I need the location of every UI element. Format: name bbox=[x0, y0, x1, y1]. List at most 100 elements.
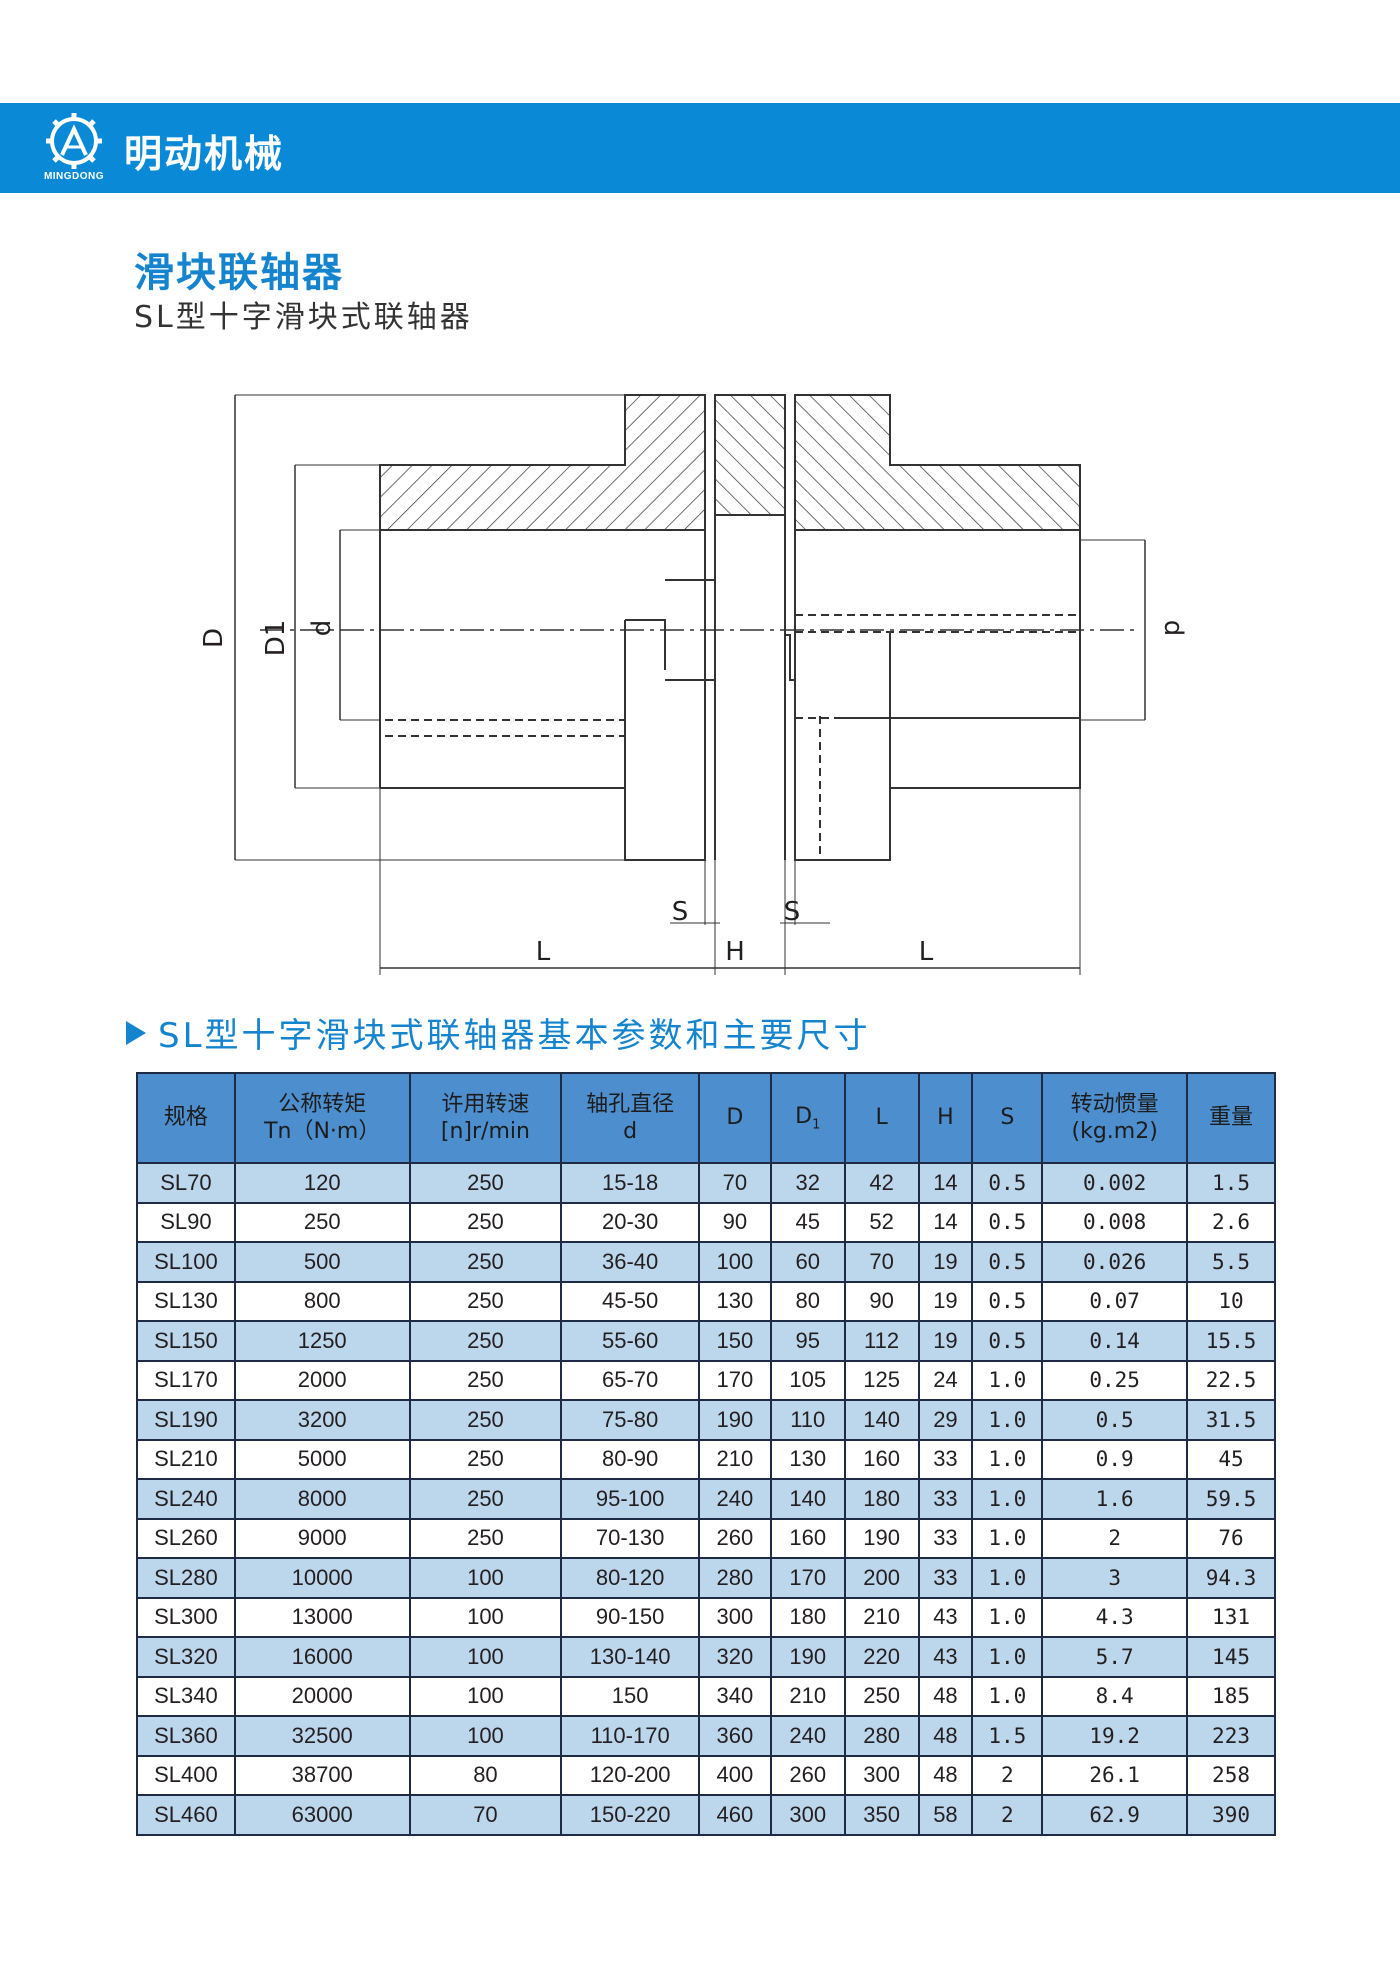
cell-D1: 160 bbox=[769, 1517, 846, 1559]
cell-L: 90 bbox=[843, 1280, 920, 1322]
cell-D1: 130 bbox=[769, 1438, 846, 1480]
cell-L: 250 bbox=[843, 1675, 920, 1717]
cell-bore: 80-120 bbox=[560, 1557, 700, 1599]
cell-H: 14 bbox=[917, 1201, 974, 1243]
cell-torque: 20000 bbox=[233, 1675, 411, 1717]
coupling-drawing: D D1 d d S S H L L bbox=[199, 380, 1200, 980]
cell-inertia: 0.14 bbox=[1041, 1320, 1189, 1362]
cell-weight: 223 bbox=[1186, 1715, 1276, 1757]
cell-L: 70 bbox=[843, 1241, 920, 1283]
cell-D1: 180 bbox=[769, 1596, 846, 1638]
mingdong-logo: MINGDONG bbox=[34, 111, 114, 187]
cell-H: 24 bbox=[917, 1359, 974, 1401]
cell-weight: 145 bbox=[1186, 1636, 1276, 1678]
cell-model: SL240 bbox=[136, 1478, 236, 1520]
cell-weight: 94.3 bbox=[1186, 1557, 1276, 1599]
dim-H-label: H bbox=[725, 937, 745, 967]
cell-D1: 60 bbox=[769, 1241, 846, 1283]
cell-weight: 10 bbox=[1186, 1280, 1276, 1322]
dim-L-right-label: L bbox=[919, 937, 934, 967]
cell-D: 70 bbox=[697, 1162, 772, 1204]
cell-D: 210 bbox=[697, 1438, 772, 1480]
play-triangle-icon bbox=[126, 1020, 146, 1045]
cell-L: 300 bbox=[843, 1754, 920, 1796]
cell-inertia: 0.002 bbox=[1041, 1162, 1189, 1204]
cell-model: SL340 bbox=[136, 1675, 236, 1717]
cell-D: 460 bbox=[697, 1794, 772, 1836]
cell-torque: 32500 bbox=[233, 1715, 411, 1757]
cell-model: SL130 bbox=[136, 1280, 236, 1322]
cell-D1: 300 bbox=[769, 1794, 846, 1836]
cell-S: 1.0 bbox=[971, 1557, 1044, 1599]
cell-L: 220 bbox=[843, 1636, 920, 1678]
cell-inertia: 19.2 bbox=[1041, 1715, 1189, 1757]
cell-S: 1.5 bbox=[971, 1715, 1044, 1757]
cell-inertia: 0.5 bbox=[1041, 1399, 1189, 1441]
cell-speed: 100 bbox=[408, 1715, 563, 1757]
cell-bore: 130-140 bbox=[560, 1636, 700, 1678]
cell-speed: 250 bbox=[408, 1517, 563, 1559]
cell-torque: 3200 bbox=[233, 1399, 411, 1441]
cell-weight: 390 bbox=[1186, 1794, 1276, 1836]
cell-L: 350 bbox=[843, 1794, 920, 1836]
cell-speed: 250 bbox=[408, 1280, 563, 1322]
cell-S: 1.0 bbox=[971, 1636, 1044, 1678]
col-S: S bbox=[971, 1072, 1044, 1164]
cell-H: 19 bbox=[917, 1320, 974, 1362]
logo-text: MINGDONG bbox=[43, 171, 105, 182]
cell-model: SL460 bbox=[136, 1794, 236, 1836]
cell-L: 160 bbox=[843, 1438, 920, 1480]
cell-S: 1.0 bbox=[971, 1675, 1044, 1717]
page-subtitle: SL型十字滑块式联轴器 bbox=[134, 300, 473, 335]
cell-inertia: 0.026 bbox=[1041, 1241, 1189, 1283]
cell-model: SL300 bbox=[136, 1596, 236, 1638]
cell-speed: 250 bbox=[408, 1162, 563, 1204]
cell-torque: 9000 bbox=[233, 1517, 411, 1559]
cell-S: 1.0 bbox=[971, 1517, 1044, 1559]
cell-bore: 110-170 bbox=[560, 1715, 700, 1757]
cell-weight: 45 bbox=[1186, 1438, 1276, 1480]
cell-torque: 2000 bbox=[233, 1359, 411, 1401]
col-weight: 重量 bbox=[1186, 1072, 1276, 1164]
cell-S: 1.0 bbox=[971, 1438, 1044, 1480]
cell-D: 300 bbox=[697, 1596, 772, 1638]
cell-inertia: 62.9 bbox=[1041, 1794, 1189, 1836]
cell-L: 280 bbox=[843, 1715, 920, 1757]
cell-D: 150 bbox=[697, 1320, 772, 1362]
dim-L-left-label: L bbox=[536, 937, 551, 967]
cell-model: SL320 bbox=[136, 1636, 236, 1678]
cell-weight: 1.5 bbox=[1186, 1162, 1276, 1204]
dim-D-label: D bbox=[200, 628, 229, 648]
cell-D1: 210 bbox=[769, 1675, 846, 1717]
cell-H: 19 bbox=[917, 1241, 974, 1283]
cell-D1: 170 bbox=[769, 1557, 846, 1599]
cell-S: 1.0 bbox=[971, 1478, 1044, 1520]
cell-speed: 100 bbox=[408, 1675, 563, 1717]
cell-L: 52 bbox=[843, 1201, 920, 1243]
cell-torque: 250 bbox=[233, 1201, 411, 1243]
cell-H: 33 bbox=[917, 1438, 974, 1480]
cell-H: 33 bbox=[917, 1557, 974, 1599]
cell-H: 33 bbox=[917, 1478, 974, 1520]
cell-speed: 250 bbox=[408, 1399, 563, 1441]
cell-inertia: 0.9 bbox=[1041, 1438, 1189, 1480]
cell-weight: 31.5 bbox=[1186, 1399, 1276, 1441]
cell-torque: 63000 bbox=[233, 1794, 411, 1836]
cell-torque: 16000 bbox=[233, 1636, 411, 1678]
col-D: D bbox=[697, 1072, 772, 1164]
cell-D: 320 bbox=[697, 1636, 772, 1678]
col-speed: 许用转速[n]r/min bbox=[408, 1072, 563, 1164]
dim-D1-label: D1 bbox=[261, 620, 291, 657]
cell-bore: 70-130 bbox=[560, 1517, 700, 1559]
cell-D1: 95 bbox=[769, 1320, 846, 1362]
cell-speed: 250 bbox=[408, 1241, 563, 1283]
cell-model: SL170 bbox=[136, 1359, 236, 1401]
cell-D: 280 bbox=[697, 1557, 772, 1599]
